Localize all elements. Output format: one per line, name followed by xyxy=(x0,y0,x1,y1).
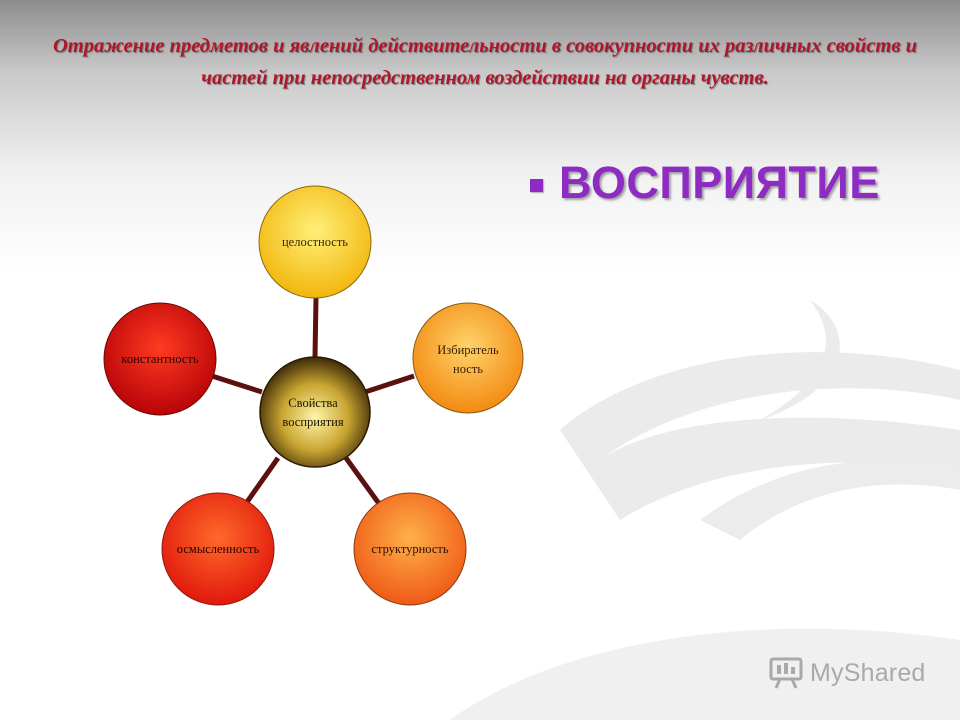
heading: ВОСПРИЯТИЕ xyxy=(530,155,880,211)
node-structure-label: структурность xyxy=(371,542,448,556)
connector-integrity xyxy=(312,297,319,358)
center-label-2: восприятия xyxy=(282,415,343,429)
heading-text: ВОСПРИЯТИЕ xyxy=(559,157,880,208)
node-integrity-label: целостность xyxy=(282,235,348,249)
watermark: MyShared xyxy=(768,656,926,690)
connector-structure xyxy=(343,456,383,507)
node-meaningfulness: осмысленность xyxy=(161,492,275,606)
connector-constancy xyxy=(211,373,263,395)
node-integrity: целостность xyxy=(258,185,372,299)
presentation-board-icon xyxy=(769,657,803,689)
slide-title: Отражение предметов и явлений действител… xyxy=(52,35,918,89)
node-selectivity-label-1: Избиратель xyxy=(437,343,499,357)
node-constancy: константность xyxy=(103,302,217,416)
node-selectivity: Избиратель ность xyxy=(412,302,524,414)
connector-meaningfulness xyxy=(244,456,281,504)
node-selectivity-label-2: ность xyxy=(453,362,483,376)
bullet-square-icon xyxy=(530,178,543,192)
node-meaningfulness-label: осмысленность xyxy=(177,542,260,556)
center-label-1: Свойства xyxy=(288,396,338,410)
node-structure: структурность xyxy=(353,492,467,606)
center-node: Свойства восприятия xyxy=(259,356,371,468)
connector-selectivity xyxy=(364,373,415,395)
watermark-text: MyShared xyxy=(810,658,926,687)
node-constancy-label: константность xyxy=(121,352,199,366)
connectors xyxy=(211,297,415,507)
